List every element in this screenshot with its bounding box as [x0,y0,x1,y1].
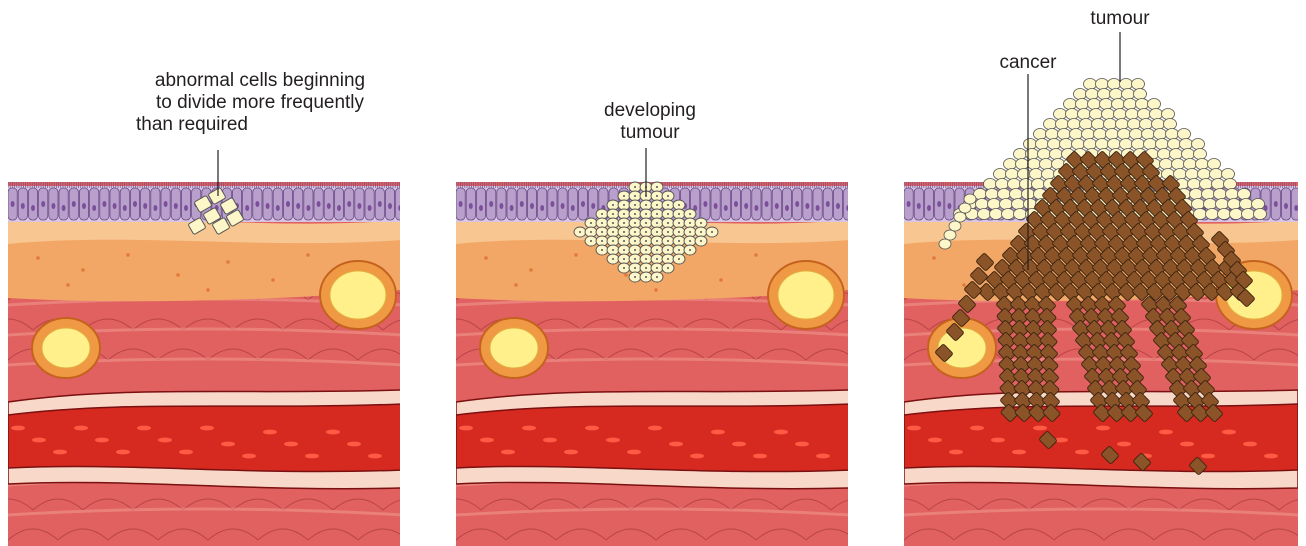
label-line: tumour [1075,8,1165,30]
label-tumour: tumour [1075,8,1165,30]
gland-core [490,328,538,368]
blood-vessel [8,404,402,472]
label-line: tumour [560,122,740,144]
gland-core [330,271,386,319]
panel-abnormal-cells [0,182,533,546]
label-line: than required [130,114,390,136]
label-developing-tumour: developing tumour [560,100,740,144]
label-line: developing [560,100,740,122]
gland-core [778,271,834,319]
blood-vessel [456,404,850,472]
label-line: cancer [988,52,1068,74]
label-cancer: cancer [988,52,1068,74]
label-line: abnormal cells beginning [130,70,390,92]
label-abnormal-cells: abnormal cells beginning to divide more … [130,70,390,136]
label-line: to divide more frequently [130,92,390,114]
gland-core [42,328,90,368]
